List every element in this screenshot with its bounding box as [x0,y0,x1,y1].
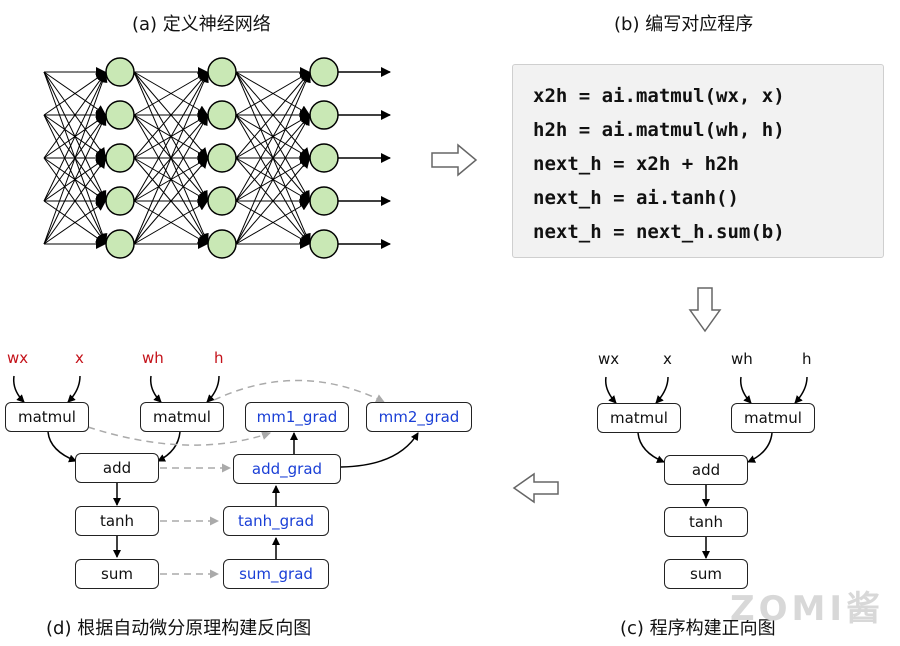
d-node-add: add [75,453,159,483]
nn-connection [133,72,209,116]
dashed-matmul1-mm1grad [87,426,271,446]
code-line-3: next_h = x2h + h2h [533,153,739,175]
nn-connection [133,115,208,245]
code-line-5: next_h = next_h.sum(b) [533,221,785,243]
code-line-4: next_h = ai.tanh() [533,187,739,209]
d-input-h: h [214,349,224,367]
c-node-tanh: tanh [664,507,748,537]
nn-connection [133,72,208,202]
neuron [105,229,135,259]
neuron [309,100,339,130]
neuron [207,143,237,173]
d-node-add-grad: add_grad [233,454,341,484]
nn-connection [133,72,209,245]
c-input-h: h [802,350,812,368]
nn-connection [43,72,108,245]
neuron [207,100,237,130]
nn-connection [133,158,209,245]
edge-c-wx-matmul1 [604,376,617,404]
neuron [207,186,237,216]
nn-connection [133,200,209,245]
edge-c-matmul2-add [747,432,773,463]
d-input-wh: wh [142,349,164,367]
c-node-sum: sum [664,559,748,589]
neuron [207,229,237,259]
caption-b: (b) 编写对应程序 [614,14,754,35]
d-input-wx: wx [7,349,29,367]
edge-c-h-matmul2 [794,376,808,404]
right-hollow-arrow [431,143,478,177]
neuron [105,57,135,87]
d-input-x: x [75,349,84,367]
nn-connection [235,115,310,245]
c-node-add: add [664,455,748,485]
c-node-matmul1: matmul [597,403,681,433]
nn-output-arrows [338,67,391,249]
edge-d-h-matmul2 [206,375,220,403]
nn-connection [43,72,107,202]
neuron [309,186,339,216]
edge-c-wh-matmul2 [739,376,752,404]
c-input-wh: wh [731,350,753,368]
nn-connection [43,72,106,116]
d-node-mm2-grad: mm2_grad [366,402,472,432]
dashed-matmul2-mm2grad [213,379,385,403]
edge-c-matmul1-add [637,432,665,463]
c-input-wx: wx [598,350,620,368]
edge-d-wh-matmul2 [149,375,162,403]
c-input-x: x [663,350,672,368]
c-node-matmul2: matmul [731,403,815,433]
edge-d-wx-matmul1 [12,375,25,403]
edge-d-x-matmul1 [67,375,81,403]
edge-d-addgrad-mm2grad [340,432,419,468]
nn-connection [235,71,310,159]
code-panel: x2h = ai.matmul(wx, x) h2h = ai.matmul(w… [512,64,884,258]
d-node-sum-grad: sum_grad [223,559,329,589]
d-node-tanh-grad: tanh_grad [223,506,329,536]
neuron [309,57,339,87]
caption-a: (a) 定义神经网络 [132,14,271,35]
caption-c: (c) 程序构建正向图 [620,618,776,639]
d-node-matmul2: matmul [140,402,224,432]
left-hollow-arrow [512,472,559,504]
neuron [309,143,339,173]
d-node-tanh: tanh [75,506,159,536]
edge-d-matmul1-add [47,431,77,463]
watermark-logo: ZOMI酱 [729,589,884,629]
nn-connection [43,201,106,245]
nn-connection [235,72,311,245]
neuron [105,143,135,173]
neuron [105,100,135,130]
nn-connection [43,115,107,245]
d-node-matmul1: matmul [5,402,89,432]
nn-connection [235,157,310,245]
nn-connection [133,72,209,159]
nn-connection [235,200,311,245]
neuron [207,57,237,87]
d-node-sum: sum [75,559,159,589]
nn-connection [235,72,310,202]
nn-connections [43,67,311,249]
code-line-1: x2h = ai.matmul(wx, x) [533,85,785,107]
d-node-mm1-grad: mm1_grad [245,402,349,432]
code-line-2: h2h = ai.matmul(wh, h) [533,119,785,141]
edge-d-matmul2-add [157,431,181,462]
nn-connection [235,72,311,116]
nn-connection [43,157,107,245]
neuron [105,186,135,216]
nn-neurons [105,57,339,259]
nn-connection [43,71,107,159]
caption-d: (d) 根据自动微分原理构建反向图 [46,618,312,639]
neuron [309,229,339,259]
edge-c-x-matmul1 [655,376,669,404]
down-hollow-arrow [688,287,722,333]
